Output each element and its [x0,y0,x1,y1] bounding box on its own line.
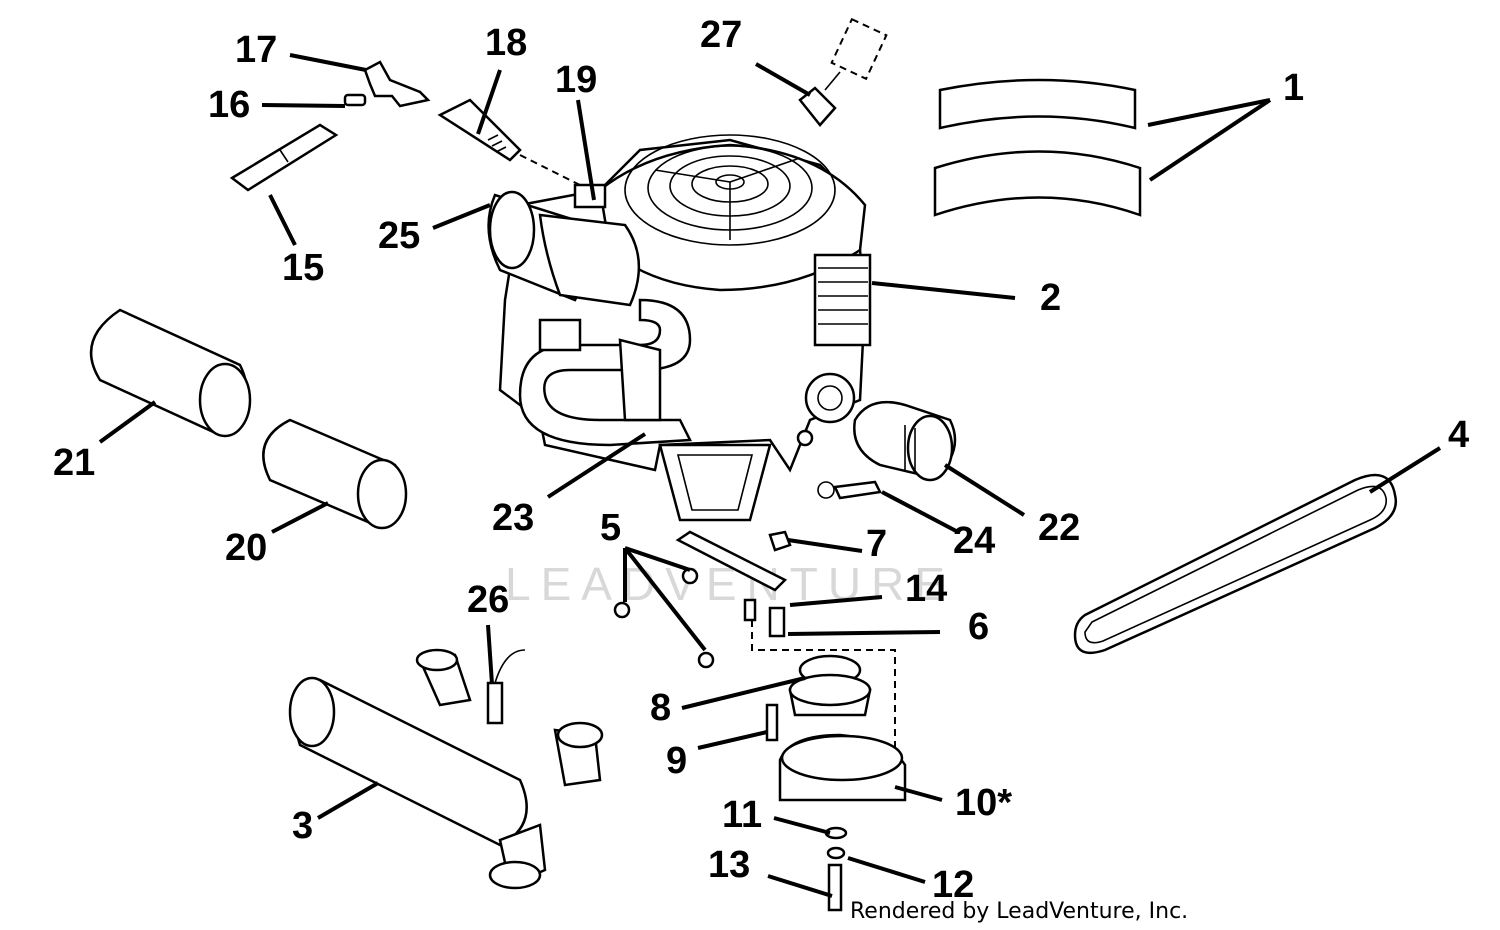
callout-23: 23 [492,497,534,539]
callout-22: 22 [1038,507,1080,549]
foam-elements [933,78,1142,217]
callout-10: 10* [955,782,1012,824]
callout-26: 26 [467,579,509,621]
callout-14: 14 [905,568,947,610]
callout-17: 17 [235,29,277,71]
callout-11: 11 [722,794,762,836]
mount-hardware [613,530,907,912]
fuel-line-parts [229,60,607,209]
drive-belt [1073,473,1398,655]
callout-12: 12 [932,864,974,906]
callout-3: 3 [292,805,313,847]
callout-8: 8 [650,687,671,729]
callout-6: 6 [968,606,989,648]
air-cleaner-tubes [89,308,408,530]
callout-1: 1 [1283,67,1304,109]
callout-25: 25 [378,215,420,257]
callout-21: 21 [53,442,95,484]
callout-4: 4 [1448,414,1469,456]
callout-24: 24 [953,520,995,562]
callout-9: 9 [666,740,687,782]
muffler [288,648,604,890]
callout-20: 20 [225,527,267,569]
callout-19: 19 [555,59,597,101]
callout-5: 5 [600,507,621,549]
callout-13: 13 [708,844,750,886]
callout-2: 2 [1040,277,1061,319]
credit-text: Rendered by LeadVenture, Inc. [850,899,1188,924]
callout-18: 18 [485,22,527,64]
callout-labels: 1 2 3 4 5 6 7 8 9 10* 11 12 13 14 15 16 … [53,14,1469,906]
callout-7: 7 [866,523,887,565]
watermark-text: LEADVENTURE [505,558,955,610]
sensor-27 [798,17,888,127]
callout-16: 16 [208,84,250,126]
engine-illustration [487,134,872,522]
callout-15: 15 [282,247,324,289]
leader-lines [98,53,1442,898]
callout-27: 27 [700,14,742,56]
oil-filter [817,400,957,500]
